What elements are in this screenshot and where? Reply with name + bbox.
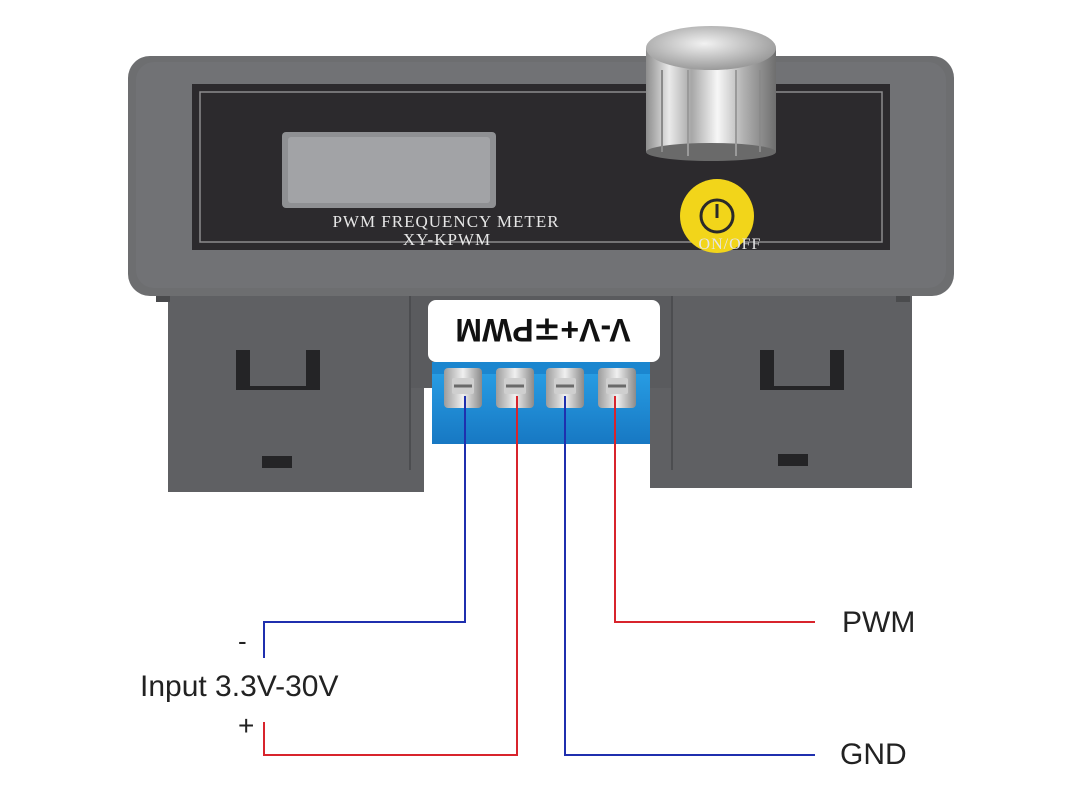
input-plus-label: + bbox=[238, 710, 255, 741]
terminal-label-text: V-V+∓PWM bbox=[455, 312, 630, 348]
panel-model: XY-KPWM bbox=[403, 230, 491, 249]
panel-title: PWM FREQUENCY METER bbox=[332, 212, 559, 231]
left-mounting-clip bbox=[236, 350, 320, 468]
right-mounting-clip bbox=[760, 350, 844, 466]
lcd-screen bbox=[282, 132, 496, 208]
terminal-screw-minus[interactable] bbox=[444, 368, 482, 408]
wire-gnd bbox=[564, 396, 815, 756]
pwm-output-label: PWM bbox=[842, 606, 916, 639]
wire-input-plus bbox=[263, 396, 518, 756]
input-voltage-label: Input 3.3V-30V bbox=[140, 670, 339, 703]
power-label: ON/OFF bbox=[699, 236, 762, 253]
power-button[interactable] bbox=[680, 179, 754, 253]
terminal-label-sticker: V-V+∓PWM bbox=[428, 300, 660, 362]
wire-pwm bbox=[614, 396, 815, 623]
terminal-screw-pwm[interactable] bbox=[598, 368, 636, 408]
terminal-screw-gnd[interactable] bbox=[546, 368, 584, 408]
input-minus-label: - bbox=[238, 626, 247, 656]
gnd-label: GND bbox=[840, 738, 907, 771]
wire-input-minus bbox=[263, 396, 466, 658]
terminal-screw-plus[interactable] bbox=[496, 368, 534, 408]
adjust-knob[interactable] bbox=[646, 26, 776, 161]
